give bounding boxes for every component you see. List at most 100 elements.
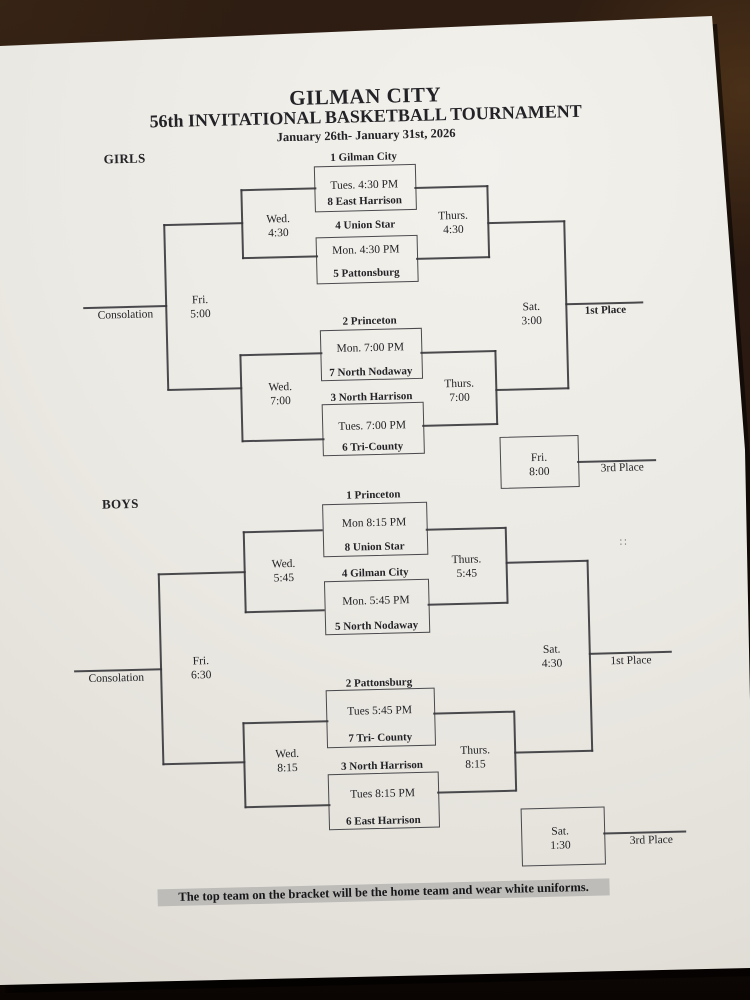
boys-championship-schedule: Sat. 4:30	[526, 642, 579, 671]
girls-game3-bottom-team: 7 North Nodaway	[329, 365, 413, 380]
day: Thurs.	[438, 209, 469, 223]
bracket-line	[242, 722, 247, 809]
time: 5:45	[273, 572, 295, 585]
boys-semi-left-bottom-schedule: Wed. 8:15	[260, 747, 315, 776]
day: Sat.	[522, 300, 541, 314]
time: 4:30	[541, 657, 563, 670]
boys-third-place-schedule: Sat. 1:30	[534, 824, 587, 853]
bracket-line	[416, 256, 491, 260]
bracket-line	[425, 526, 506, 531]
time: 5:45	[456, 567, 478, 581]
time: 8:15	[277, 761, 298, 775]
time: 1:30	[550, 839, 571, 852]
bracket-line	[514, 749, 594, 754]
bracket-line	[414, 185, 489, 189]
girls-game1-top-team: 1 Gilman City	[330, 150, 398, 164]
boys-game1-bottom-team: 8 Union Star	[344, 540, 405, 554]
boys-first-place-label: 1st Place	[610, 654, 652, 668]
girls-game4-top-team: 3 North Harrison	[330, 390, 413, 405]
bracket-line	[244, 804, 331, 808]
time: 6:30	[190, 669, 212, 682]
girls-championship-schedule: Sat. 3:00	[505, 299, 558, 328]
girls-semi-left-bottom-schedule: Wed. 7:00	[253, 380, 308, 409]
bracket-line	[504, 526, 509, 604]
boys-semi-left-top-schedule: Wed. 5:45	[256, 557, 311, 586]
bracket-line	[240, 189, 244, 260]
boys-game2-time: Mon. 5:45 PM	[342, 594, 410, 608]
day: Fri.	[191, 294, 209, 307]
bracket-line	[487, 220, 566, 224]
boys-section-label: BOYS	[101, 495, 139, 512]
bracket-line	[433, 710, 515, 715]
time: 4:30	[268, 227, 289, 240]
girls-game4-bottom-team: 6 Tri-County	[342, 440, 404, 454]
girls-game1-bottom-team: 8 East Harrison	[327, 194, 403, 209]
girls-semi-left-top-schedule: Wed. 4:30	[251, 212, 306, 241]
bracket-line	[437, 789, 517, 794]
girls-third-place-label: 3rd Place	[600, 461, 644, 475]
time: 7:00	[270, 395, 291, 408]
day: Thurs.	[451, 553, 482, 567]
boys-consolation-final-schedule: Fri. 6:30	[177, 654, 226, 683]
boys-consolation-label: Consolation	[88, 671, 145, 686]
bracket-line	[240, 187, 317, 191]
bracket-line	[167, 387, 243, 391]
time: 8:00	[528, 465, 550, 479]
day: Wed.	[266, 212, 291, 226]
girls-game4-time: Tues. 7:00 PM	[338, 419, 407, 433]
print-artifact-dots: ∷	[619, 536, 627, 550]
day: Sat.	[551, 825, 570, 838]
girls-section-label: GIRLS	[103, 150, 146, 167]
boys-semi-right-bottom-schedule: Thurs. 8:15	[449, 743, 502, 772]
boys-semi-right-top-schedule: Thurs. 5:45	[440, 552, 493, 581]
bracket-line	[427, 601, 508, 606]
girls-game3-time: Mon. 7:00 PM	[336, 341, 405, 355]
bracket-line	[494, 349, 498, 426]
bracket-line	[157, 571, 246, 575]
day: Sat.	[542, 643, 561, 656]
bracket-line	[241, 438, 325, 442]
boys-game2-top-team: 4 Gilman City	[341, 566, 409, 580]
girls-third-place-schedule: Fri. 8:00	[513, 450, 566, 479]
bracket-line	[163, 222, 244, 226]
bracket-line	[242, 255, 319, 259]
day: Thurs.	[444, 377, 475, 391]
girls-game2-top-team: 4 Union Star	[335, 218, 396, 232]
bracket-line	[242, 529, 323, 533]
time: 4:30	[443, 223, 464, 237]
day: Wed.	[275, 747, 300, 761]
bracket-line	[422, 422, 499, 427]
bracket-line	[244, 609, 325, 613]
girls-game2-bottom-team: 5 Pattonsburg	[333, 266, 400, 280]
day: Thurs.	[460, 744, 491, 757]
day: Fri.	[530, 451, 548, 465]
bracket-line	[162, 761, 246, 765]
bracket-line	[242, 720, 329, 724]
bracket-line	[505, 559, 589, 564]
girls-game2-time: Mon. 4:30 PM	[332, 243, 400, 257]
bracket-line	[239, 354, 244, 443]
girls-game3-top-team: 2 Princeton	[342, 314, 397, 328]
bracket-line	[239, 352, 323, 356]
time: 8:15	[465, 758, 486, 771]
bracket-line	[495, 387, 570, 391]
girls-semi-right-top-schedule: Thurs. 4:30	[427, 208, 480, 237]
girls-consolation-label: Consolation	[97, 308, 154, 322]
girls-game1-time: Tues. 4:30 PM	[330, 178, 399, 192]
day: Wed.	[268, 380, 293, 394]
time: 7:00	[449, 391, 470, 405]
boys-game1-top-team: 1 Princeton	[346, 488, 401, 502]
girls-semi-right-bottom-schedule: Thurs. 7:00	[433, 376, 486, 405]
bracket-line	[420, 349, 497, 354]
boys-game2-bottom-team: 5 North Nodaway	[334, 618, 419, 634]
time: 3:00	[521, 314, 543, 328]
boys-game1-time: Mon 8:15 PM	[341, 516, 407, 530]
day: Fri.	[192, 655, 210, 668]
time: 5:00	[190, 307, 211, 321]
day: Wed.	[271, 557, 296, 571]
girls-first-place-label: 1st Place	[584, 303, 627, 317]
girls-consolation-final-schedule: Fri. 5:00	[176, 293, 225, 322]
